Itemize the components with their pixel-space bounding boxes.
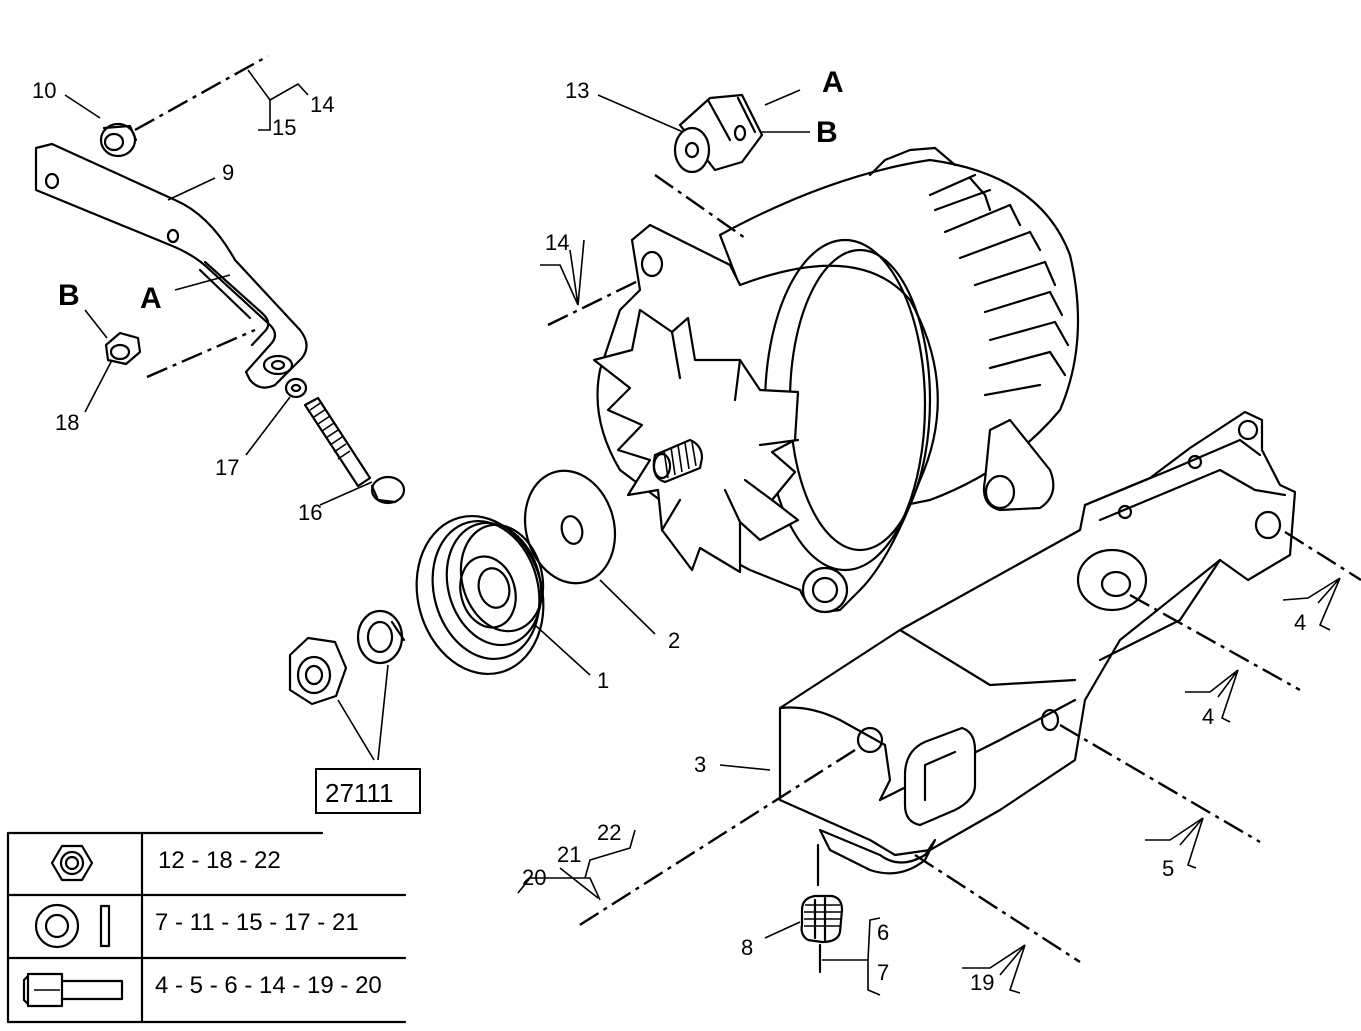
callout-14-mid: 14 <box>545 230 569 255</box>
callout-7: 7 <box>877 960 889 985</box>
hex-nut <box>288 636 348 706</box>
callout-3: 3 <box>694 752 706 777</box>
callout-10: 10 <box>32 78 56 103</box>
callout-17: 17 <box>215 455 239 480</box>
callout-13: 13 <box>565 78 589 103</box>
washer-icon <box>34 903 111 949</box>
mark-b-top: B <box>816 116 838 149</box>
alternator-body <box>592 146 1080 614</box>
callout-1: 1 <box>597 668 609 693</box>
mounting-bracket-part-3 <box>778 410 1297 875</box>
fastener-legend-table: 12 - 18 - 22 7 - 11 - 15 - 17 - 21 4 - 5… <box>6 831 407 1024</box>
nut-part-10 <box>99 122 138 158</box>
bolt-icon <box>22 972 124 1008</box>
callout-6: 6 <box>877 920 889 945</box>
flat-washer-part-2 <box>523 469 617 585</box>
callout-19: 19 <box>970 970 994 995</box>
callout-9: 9 <box>222 160 234 185</box>
pulley-part-1 <box>415 514 545 676</box>
callout-4-right: 4 <box>1294 610 1306 635</box>
legend-row-3-text: 4 - 5 - 6 - 14 - 19 - 20 <box>155 972 382 999</box>
bolt-part-16 <box>303 396 406 505</box>
spacer-sleeve-part-13 <box>673 93 764 174</box>
leader-lines <box>64 69 1341 996</box>
callout-21: 21 <box>557 842 581 867</box>
plug-part-8 <box>800 894 844 944</box>
callout-8: 8 <box>741 935 753 960</box>
legend-row-2-text: 7 - 11 - 15 - 17 - 21 <box>155 909 359 936</box>
callout-4-mid: 4 <box>1202 704 1214 729</box>
adjusting-bracket-arm <box>34 142 308 389</box>
callout-2: 2 <box>668 628 680 653</box>
legend-row-1-text: 12 - 18 - 22 <box>158 847 281 874</box>
callout-5: 5 <box>1162 856 1174 881</box>
callout-labels: 10 14 15 9 B A 18 17 16 13 A B 14 2 1 3 … <box>32 66 1306 995</box>
nut-part-18 <box>104 331 142 366</box>
hex-nut-icon <box>50 844 94 882</box>
callout-20: 20 <box>522 865 546 890</box>
lock-washer <box>356 609 406 665</box>
mark-b-left: B <box>58 279 80 312</box>
reference-box-label: 27111 <box>325 778 393 808</box>
reference-box: 27111 <box>315 768 421 814</box>
callout-15: 15 <box>272 115 296 140</box>
callout-18: 18 <box>55 410 79 435</box>
mark-a-left: A <box>140 282 162 315</box>
callout-14-top: 14 <box>310 92 334 117</box>
callout-22: 22 <box>597 820 621 845</box>
mark-a-top: A <box>822 66 844 99</box>
washer-part-17 <box>284 377 308 399</box>
callout-16: 16 <box>298 500 322 525</box>
